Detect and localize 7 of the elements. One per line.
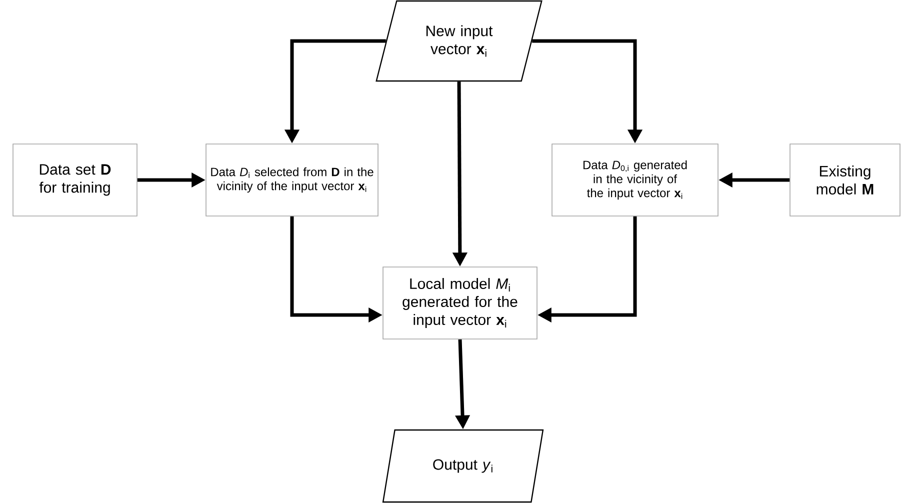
process-box: Local model M$_{i}$ generated for the input vector x$_{i}$ bbox=[382, 266, 538, 340]
io-parallelogram: Output y$_{i}$ bbox=[382, 429, 544, 503]
io-parallelogram: New input vector x$_{i}$ bbox=[376, 0, 542, 82]
process-box: Data D$_{0,i}$ generated in the vicinity of the input vector x$_{i}$ bbox=[552, 144, 718, 216]
process-box: Data set D for training bbox=[12, 144, 138, 216]
process-box: Data D$_{i}$ selected from D in the vicinity of the input vector x$_{i}$ bbox=[206, 144, 378, 216]
process-box: Existing model M bbox=[790, 144, 900, 216]
